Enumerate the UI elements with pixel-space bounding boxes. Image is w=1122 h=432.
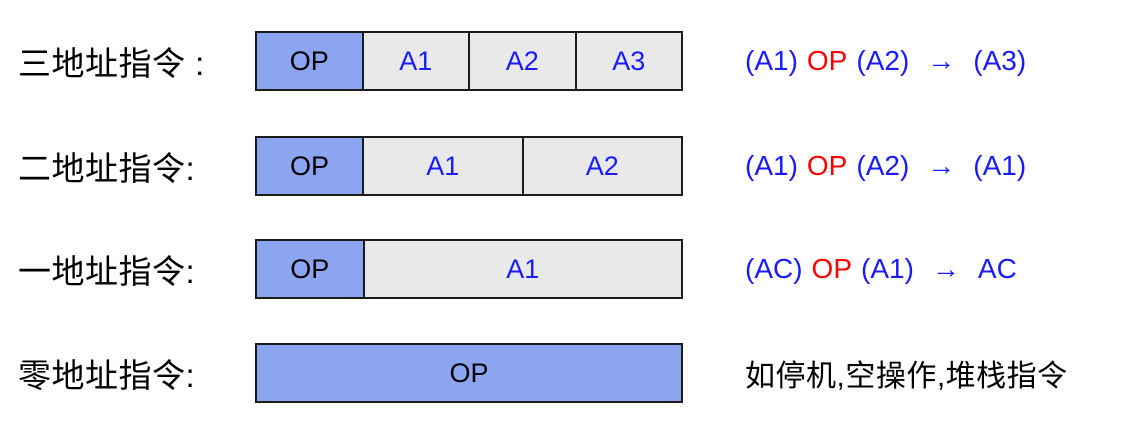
field-a2: A2 bbox=[468, 31, 577, 91]
formula-operand1: (AC) bbox=[745, 253, 803, 284]
formula-result: (A1) bbox=[973, 150, 1027, 181]
field-a2: A2 bbox=[521, 136, 683, 196]
formula-operand2: (A2) bbox=[856, 45, 910, 76]
row-label: 零地址指令: bbox=[18, 357, 196, 394]
format-boxes: OP A1 A2 bbox=[255, 136, 683, 196]
formula-op: OP bbox=[806, 150, 848, 181]
field-op: OP bbox=[255, 239, 365, 299]
formula-op: OP bbox=[811, 253, 853, 284]
examples-note: 如停机,空操作,堆栈指令 bbox=[745, 360, 1068, 393]
instruction-row-two-address: 二地址指令: OP A1 A2 (A1) OP (A2) → (A1) bbox=[0, 136, 1026, 196]
field-a1: A1 bbox=[362, 136, 524, 196]
format-boxes: OP A1 A2 A3 bbox=[255, 31, 683, 91]
formula-result: (A3) bbox=[973, 45, 1027, 76]
field-op: OP bbox=[255, 31, 364, 91]
formula-operand2: (A2) bbox=[856, 150, 910, 181]
instruction-row-three-address: 三地址指令 : OP A1 A2 A3 (A1) OP (A2) → (A3) bbox=[0, 31, 1026, 91]
field-op: OP bbox=[255, 343, 683, 403]
instruction-row-zero-address: 零地址指令: OP 如停机,空操作,堆栈指令 bbox=[0, 343, 1068, 403]
field-a3: A3 bbox=[574, 31, 683, 91]
formula-operand1: (A1) bbox=[745, 45, 798, 76]
formula-result: AC bbox=[977, 253, 1017, 284]
arrow-icon: → bbox=[927, 45, 956, 76]
format-boxes: OP A1 bbox=[255, 239, 683, 299]
semantics-formula: (A1) OP (A2) → (A1) bbox=[745, 150, 1026, 182]
arrow-icon: → bbox=[927, 150, 956, 181]
semantics-formula: (A1) OP (A2) → (A3) bbox=[745, 45, 1026, 77]
formula-op: OP bbox=[806, 45, 848, 76]
row-label: 三地址指令 : bbox=[18, 45, 205, 82]
formula-operand1: (A1) bbox=[745, 150, 798, 181]
field-a1: A1 bbox=[362, 239, 683, 299]
formula-operand2: (A1) bbox=[861, 253, 914, 284]
semantics-formula: (AC) OP (A1) → AC bbox=[745, 253, 1017, 285]
field-op: OP bbox=[255, 136, 364, 196]
row-label: 二地址指令: bbox=[18, 150, 196, 187]
row-label: 一地址指令: bbox=[18, 253, 196, 290]
instruction-row-one-address: 一地址指令: OP A1 (AC) OP (A1) → AC bbox=[0, 239, 1017, 299]
format-boxes: OP bbox=[255, 343, 683, 403]
arrow-icon: → bbox=[931, 253, 960, 284]
field-a1: A1 bbox=[361, 31, 470, 91]
